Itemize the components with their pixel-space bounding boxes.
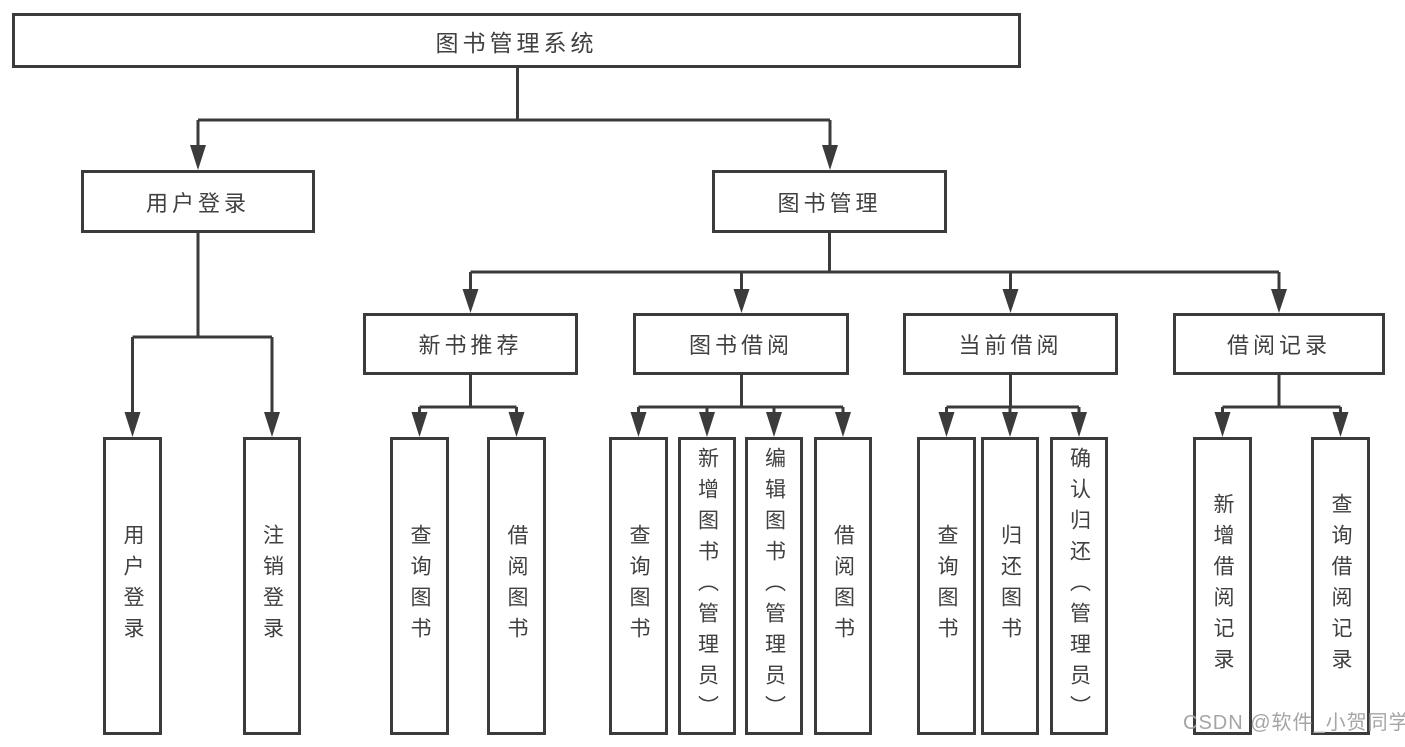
leaf-add-books-admin: 新增图书（管理员） bbox=[678, 437, 736, 735]
leaf-confirm-return-admin: 确认归还（管理员） bbox=[1050, 437, 1108, 735]
leaf-user-login: 用户登录 bbox=[103, 437, 162, 735]
watermark: CSDN @软件_小贺同学 bbox=[1183, 712, 1405, 734]
leaf-logout: 注销登录 bbox=[243, 437, 301, 735]
leaf-query-borrow-record: 查询借阅记录 bbox=[1311, 437, 1370, 735]
arrowheads bbox=[124, 145, 1349, 437]
node-user-login: 用户登录 bbox=[81, 170, 315, 233]
leaf-borrow-books: 借阅图书 bbox=[814, 437, 872, 735]
node-book-management: 图书管理 bbox=[712, 170, 947, 233]
node-book-borrow: 图书借阅 bbox=[633, 313, 849, 375]
leaf-edit-books-admin: 编辑图书（管理员） bbox=[745, 437, 803, 735]
leaf-return-books: 归还图书 bbox=[981, 437, 1039, 735]
leaf-current-query-books: 查询图书 bbox=[917, 437, 976, 735]
leaf-add-borrow-record: 新增借阅记录 bbox=[1193, 437, 1252, 735]
leaf-borrow-query-books: 查询图书 bbox=[609, 437, 668, 735]
node-new-book-recommend: 新书推荐 bbox=[363, 313, 578, 375]
node-current-borrow: 当前借阅 bbox=[903, 313, 1118, 375]
node-root: 图书管理系统 bbox=[12, 13, 1021, 68]
leaf-recommend-query-books: 查询图书 bbox=[390, 437, 449, 735]
leaf-recommend-borrow-books: 借阅图书 bbox=[487, 437, 546, 735]
node-borrow-records: 借阅记录 bbox=[1173, 313, 1385, 375]
